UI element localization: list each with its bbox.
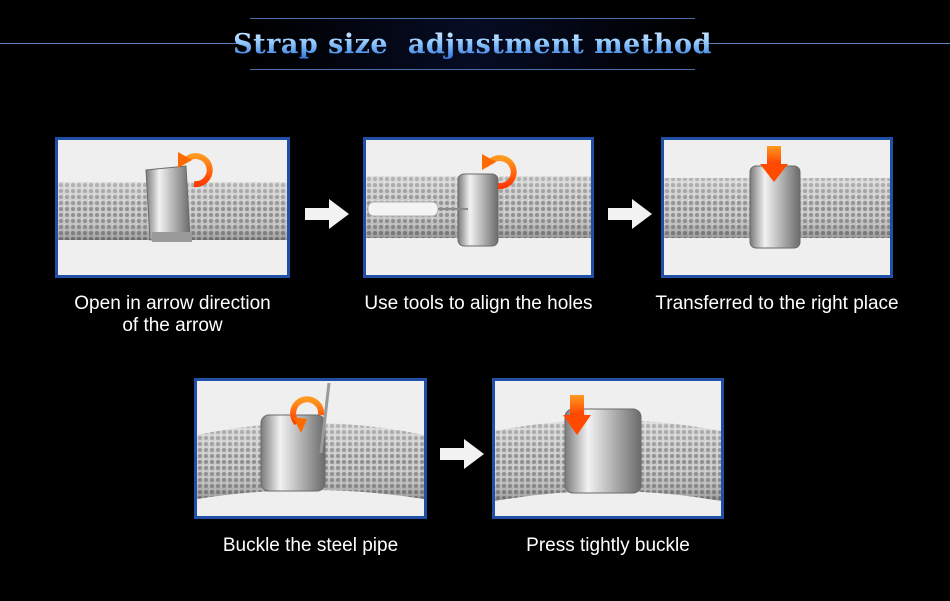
title-rule-right [697, 43, 950, 44]
step-1-caption: Open in arrow direction of the arrow [74, 293, 271, 336]
next-arrow-icon [440, 439, 484, 469]
step-3-caption: Transferred to the right place [655, 293, 899, 314]
step-1-photo [55, 137, 290, 278]
step-5-photo [492, 378, 724, 519]
step-5-caption: Press tightly buckle [526, 535, 690, 556]
page-title: Strap size adjustment method [233, 28, 712, 60]
rotate-arrow-icon [482, 154, 517, 190]
step-4-caption: Buckle the steel pipe [222, 535, 399, 556]
title-banner: Strap size adjustment method [233, 18, 711, 70]
rotate-arrow-icon [290, 396, 325, 433]
step-3-photo [661, 137, 893, 278]
step-4-photo [194, 378, 427, 519]
step-2-photo [363, 137, 594, 278]
title-rule-left [0, 43, 242, 44]
down-arrow-icon [760, 146, 788, 182]
step-2-caption: Use tools to align the holes [364, 293, 593, 314]
rotate-arrow-icon [178, 152, 213, 188]
next-arrow-icon [305, 199, 349, 229]
next-arrow-icon [608, 199, 652, 229]
down-arrow-icon [563, 395, 591, 435]
